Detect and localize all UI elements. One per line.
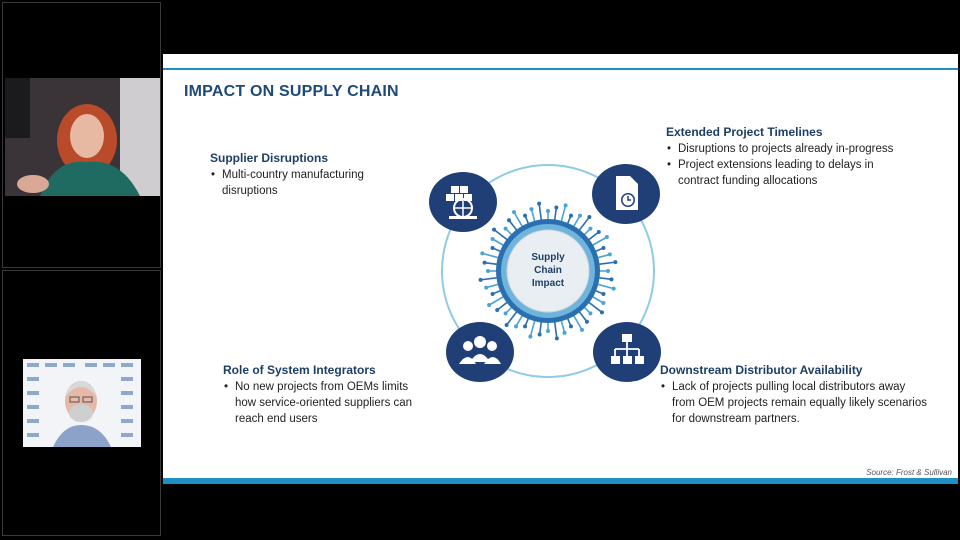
participant-tile-2[interactable] [2, 270, 161, 536]
slide-top-rule [163, 68, 958, 70]
integrators-heading: Role of System Integrators [223, 363, 376, 377]
integrators-bullet: No new projects from OEMs limits how ser… [223, 379, 453, 427]
slide-title: IMPACT ON SUPPLY CHAIN [184, 83, 399, 100]
timelines-bullet-2: Project extensions leading to delays in … [666, 157, 926, 189]
diagram-center-label: Supply Chain Impact [531, 252, 565, 289]
project-timelines-block: Extended Project Timelines Disruptions t… [666, 124, 926, 189]
supplier-bullet: Multi-country manufacturing disruptions [210, 167, 410, 199]
supplier-heading: Supplier Disruptions [210, 151, 329, 165]
participant-1-video [5, 78, 160, 196]
diagram-graphic [441, 164, 655, 378]
participant-2-video [23, 359, 141, 447]
hierarchy-icon [593, 322, 661, 382]
document-clock-icon [592, 164, 660, 224]
supply-chain-diagram: Supply Chain Impact [438, 159, 658, 379]
distributor-heading: Downstream Distributor Availability [660, 363, 863, 377]
timelines-bullet-1: Disruptions to projects already in-progr… [666, 141, 926, 157]
virus-spikes [478, 201, 618, 341]
distributor-bullet: Lack of projects pulling local distribut… [660, 379, 950, 427]
distributor-availability-block: Downstream Distributor Availability Lack… [660, 362, 950, 427]
slide-source: Source: Frost & Sullivan [866, 468, 952, 477]
supplier-disruptions-block: Supplier Disruptions Multi-country manuf… [210, 150, 410, 199]
timelines-heading: Extended Project Timelines [666, 125, 823, 139]
shared-slide: IMPACT ON SUPPLY CHAIN Supplier Disrupti… [163, 54, 958, 484]
group-people-icon [446, 322, 514, 382]
system-integrators-block: Role of System Integrators No new projec… [223, 362, 453, 427]
warehouse-globe-icon [429, 172, 497, 232]
participant-tile-1[interactable] [2, 2, 161, 268]
slide-bottom-bar [163, 478, 958, 484]
